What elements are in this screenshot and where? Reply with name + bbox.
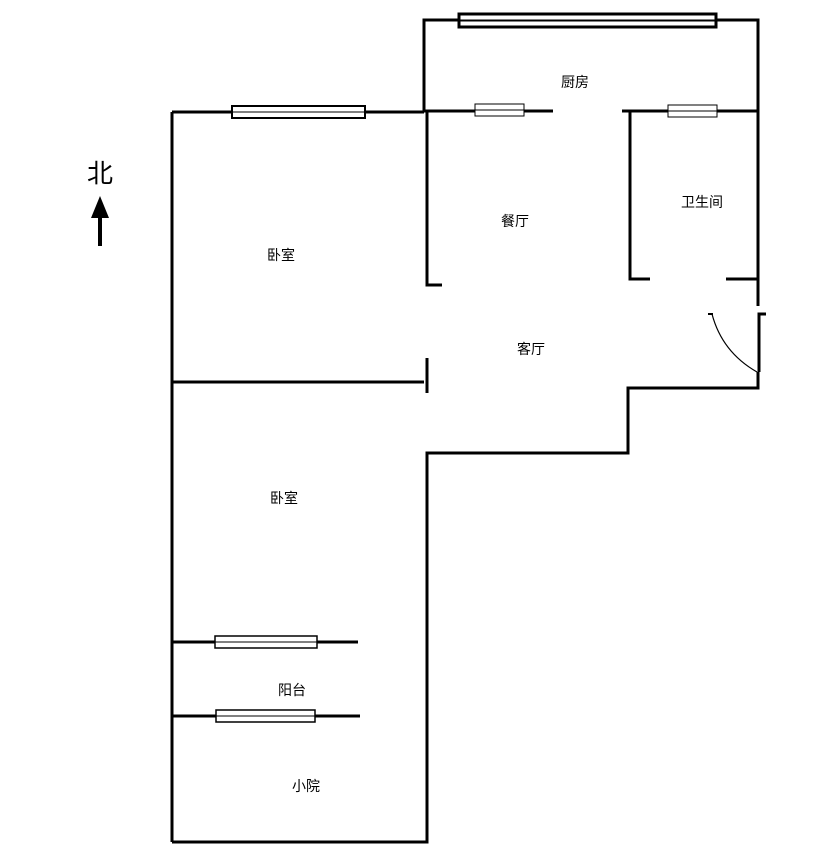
room-label-bedroom-south: 卧室 <box>270 491 298 507</box>
north-label: 北 <box>86 159 114 190</box>
door-swing-arc <box>711 313 758 373</box>
room-label-dining: 餐厅 <box>501 214 529 230</box>
room-label-kitchen: 厨房 <box>561 75 589 91</box>
room-label-bedroom-north: 卧室 <box>267 248 295 264</box>
entry-door <box>708 313 758 373</box>
room-label-bathroom: 卫生间 <box>681 195 723 211</box>
room-label-living: 客厅 <box>517 342 545 358</box>
living-south-wall <box>172 372 760 844</box>
entry-door-jamb <box>757 312 766 372</box>
kitchen-wall <box>422 18 760 112</box>
dining-west-wall <box>425 112 442 287</box>
room-label-balcony: 阳台 <box>278 683 306 699</box>
windows <box>214 12 718 723</box>
room-label-yard: 小院 <box>292 779 320 795</box>
bathroom-west-wall <box>628 112 650 281</box>
north-arrow-icon <box>91 196 109 246</box>
